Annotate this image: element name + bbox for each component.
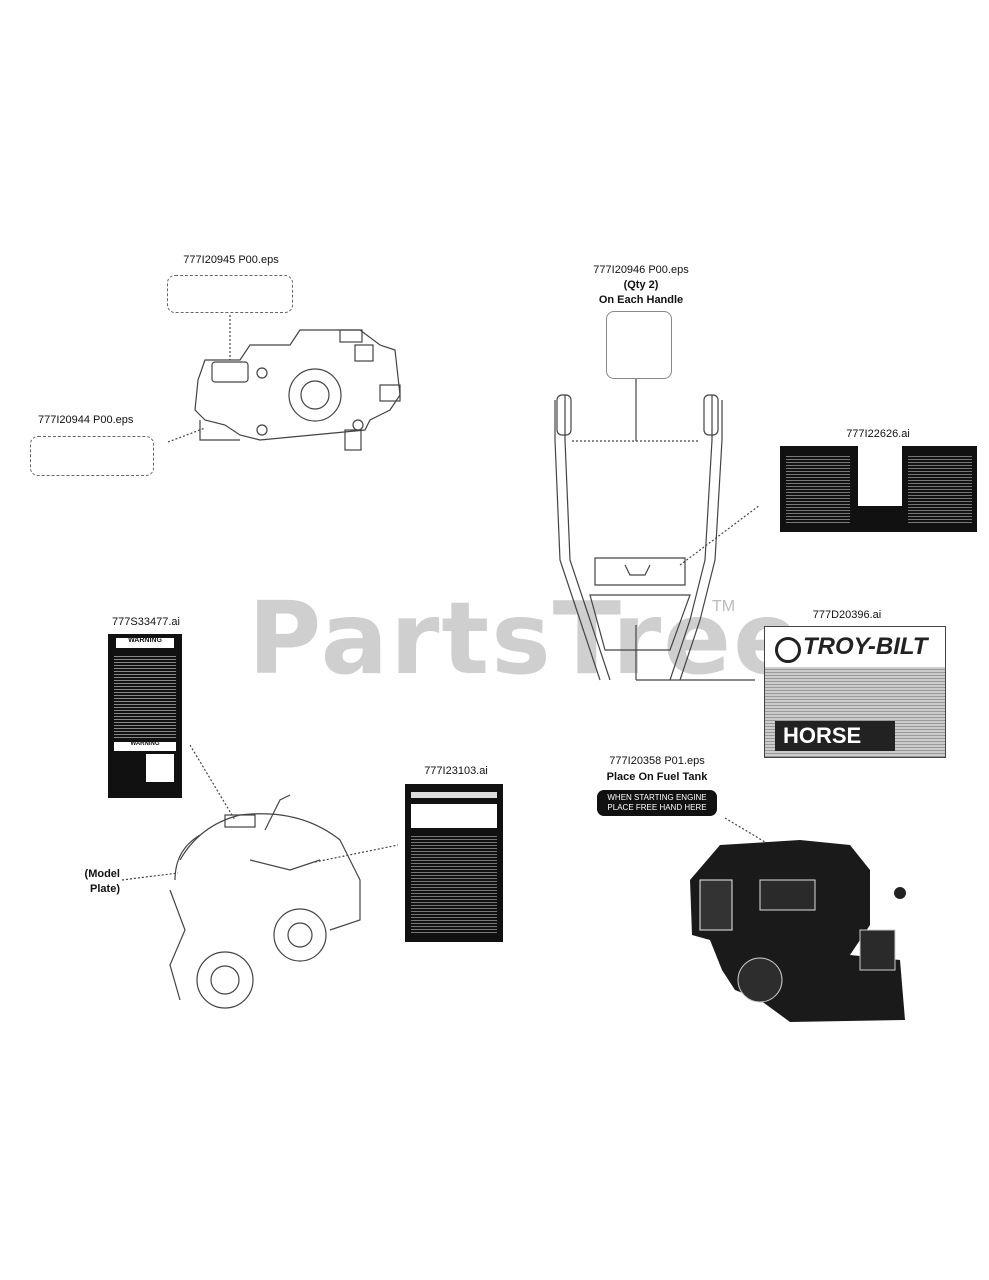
- warning2-banner: [114, 742, 176, 751]
- decal-777I22626-cutout: [858, 446, 902, 506]
- callout-777I20358-note: Place On Fuel Tank: [606, 771, 708, 783]
- horse-text: HORSE: [783, 723, 862, 748]
- engine-drawing: [690, 840, 906, 1022]
- gearbox-drawing: [167, 315, 401, 451]
- callout-777S33477: 777S33477.ai: [112, 616, 180, 628]
- callout-777I23103: 777I23103.ai: [424, 765, 488, 777]
- model-plate-label-line1: (Model: [84, 868, 120, 880]
- callout-777I20946: 777I20946 P00.eps: [593, 264, 689, 276]
- watermark-text: PartsTree: [248, 580, 803, 697]
- decal-777I22626-text-right: [908, 454, 972, 524]
- fuel-decal-line2: PLACE FREE HAND HERE: [607, 803, 707, 812]
- warning-text-lines: [114, 654, 176, 738]
- warning-pictogram-icon: [146, 754, 174, 782]
- horse-band: [775, 721, 895, 751]
- warning-title: WARNING: [128, 637, 162, 644]
- decal-777I20944-outline: [30, 436, 154, 476]
- troy-bilt-logo-icon: [775, 637, 801, 663]
- decal-777I20945-outline: [167, 275, 293, 313]
- warning-banner: [116, 638, 174, 648]
- tiller-drawing: [121, 744, 399, 1009]
- troy-bilt-brand: TROY-BILT: [803, 633, 928, 660]
- decal-777I22626-text-left: [786, 454, 850, 524]
- decal-777S33477: WARNING WARNING: [108, 634, 182, 798]
- decal-777I20358: WHEN STARTING ENGINE PLACE FREE HAND HER…: [597, 790, 717, 816]
- callout-777I20944: 777I20944 P00.eps: [38, 414, 134, 426]
- instructions-diagram-icon: [411, 804, 497, 828]
- callout-777D20396: 777D20396.ai: [812, 609, 882, 621]
- decal-777I22626: [780, 446, 977, 532]
- fuel-decal-line1: WHEN STARTING ENGINE: [607, 793, 707, 802]
- watermark-trademark: TM: [712, 598, 736, 615]
- handlebar-drawing: [554, 378, 761, 681]
- decal-777D20396: TROY-BILT HORSE: [764, 626, 946, 758]
- model-plate-label-line2: Plate): [90, 883, 120, 895]
- callout-777I20945: 777I20945 P00.eps: [183, 254, 279, 266]
- warning2-title: WARNING: [130, 741, 160, 747]
- callout-777I20358: 777I20358 P01.eps: [609, 755, 705, 767]
- instructions-header: [411, 792, 497, 798]
- decal-777I23103: [405, 784, 503, 942]
- callout-777I20946-qty: (Qty 2): [623, 279, 659, 291]
- instructions-text-lines: [411, 834, 497, 934]
- decal-777I20946-outline: [606, 311, 672, 379]
- callout-777I22626: 777I22626.ai: [846, 428, 910, 440]
- callout-777I20946-note: On Each Handle: [598, 294, 684, 306]
